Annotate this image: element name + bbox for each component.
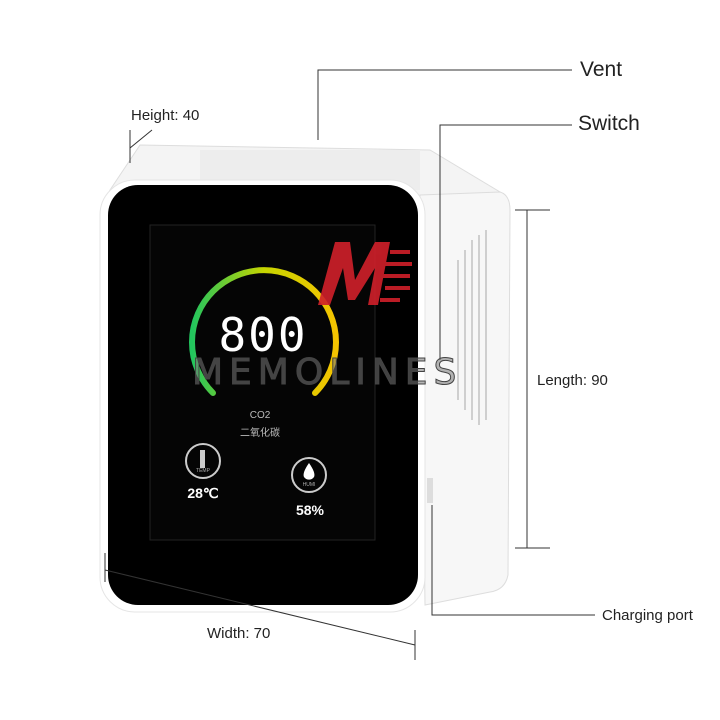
- co2-chinese-label: 二氧化碳: [240, 428, 280, 439]
- charging-leader: [431, 505, 595, 616]
- humi-icon-ring: [291, 457, 327, 493]
- switch-leader: [439, 124, 572, 360]
- water-drop-icon: [303, 463, 315, 480]
- co2-label: CO2: [249, 410, 271, 421]
- side-vent-slots: [457, 230, 487, 425]
- co2-gauge-arc: [189, 267, 339, 396]
- length-label: Length: 90: [537, 372, 608, 389]
- annotation-lines: [104, 69, 595, 660]
- switch-label: Switch: [578, 112, 640, 135]
- width-dim: [104, 569, 416, 646]
- watermark-logo: [318, 242, 412, 305]
- temperature-reading: 28℃: [187, 485, 219, 501]
- charging-port-label: Charging port: [602, 607, 693, 624]
- thermometer-icon: [200, 450, 205, 468]
- width-label: Width: 70: [207, 625, 271, 642]
- humi-icon-label: HUMI: [302, 482, 316, 488]
- vent-label: Vent: [580, 58, 623, 81]
- vent-leader: [317, 69, 572, 140]
- charging-port: [427, 478, 433, 503]
- temp-icon-label: TEMP: [196, 468, 210, 474]
- humidity-reading: 58%: [295, 502, 325, 518]
- watermark-text: MEMOLINES: [191, 352, 463, 394]
- co2-reading: 800: [218, 308, 308, 362]
- height-label: Height: 40: [131, 107, 200, 124]
- temp-icon-ring: [185, 443, 221, 479]
